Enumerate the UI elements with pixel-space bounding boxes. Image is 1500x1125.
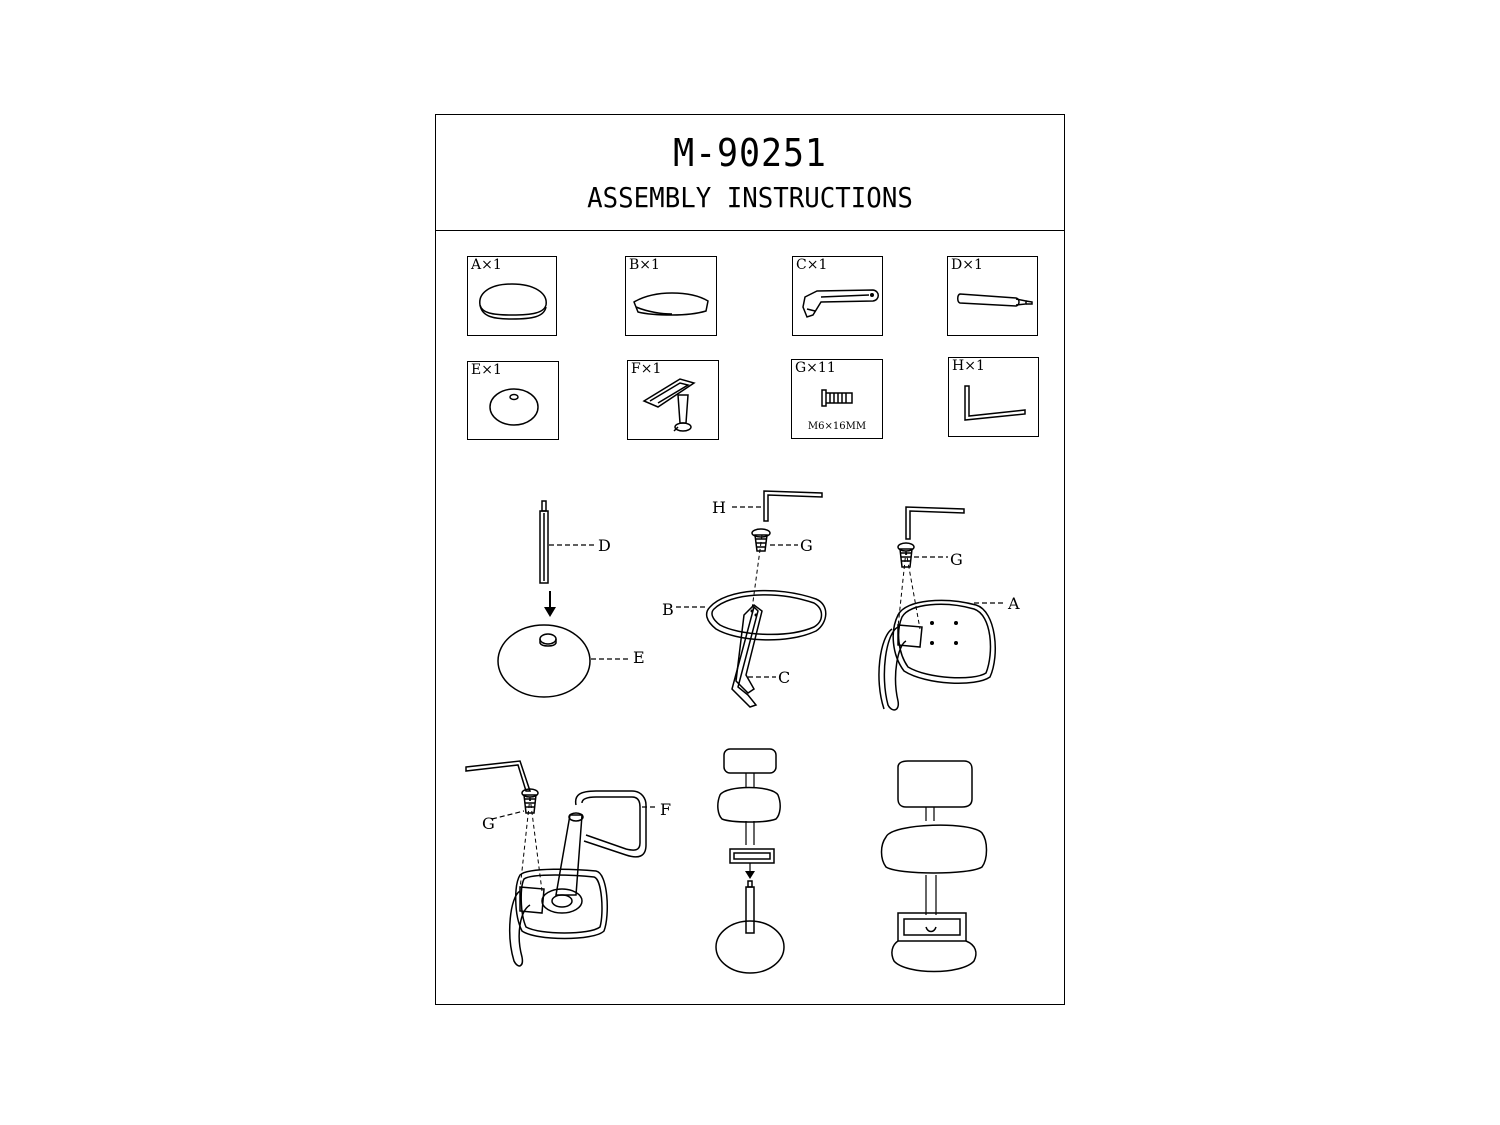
step3-callout-g: G bbox=[950, 550, 963, 569]
step4-footrest-mount: G F bbox=[465, 760, 671, 967]
part-d-label: D×1 bbox=[951, 257, 983, 273]
part-b-label: B×1 bbox=[629, 257, 660, 273]
part-g-box: G×11 M6×16MM bbox=[791, 359, 883, 439]
assembly-diagrams: D E H G B bbox=[465, 490, 1020, 974]
bolt-icon bbox=[821, 389, 853, 407]
step3-callout-a: A bbox=[1007, 594, 1020, 613]
step1-cylinder-into-base: D E bbox=[497, 500, 645, 698]
footrest-ring-icon bbox=[642, 378, 696, 432]
step1-callout-e: E bbox=[633, 648, 645, 667]
step4-callout-f: F bbox=[660, 800, 671, 819]
header: M-90251 ASSEMBLY INSTRUCTIONS bbox=[436, 115, 1064, 231]
part-e-box: E×1 bbox=[467, 361, 559, 440]
allen-key-icon bbox=[964, 385, 1026, 421]
part-a-box: A×1 bbox=[467, 256, 557, 336]
part-c-label: C×1 bbox=[796, 257, 828, 273]
part-a-label: A×1 bbox=[471, 257, 502, 273]
step1-callout-d: D bbox=[598, 536, 611, 555]
model-number: M-90251 bbox=[673, 131, 827, 175]
part-h-box: H×1 bbox=[948, 357, 1039, 437]
instruction-sheet: M-90251 ASSEMBLY INSTRUCTIONS A×1 B×1 C×… bbox=[435, 114, 1065, 1005]
step2-callout-c: C bbox=[778, 668, 790, 687]
part-f-label: F×1 bbox=[631, 361, 662, 377]
seat-cushion-icon bbox=[479, 283, 547, 320]
step3-seat-mount: G A bbox=[878, 506, 1020, 711]
step2-backrest-bracket: H G B C bbox=[662, 490, 827, 708]
gas-cylinder-icon bbox=[957, 293, 1033, 307]
step2-callout-g: G bbox=[800, 536, 813, 555]
step4-callout-g: G bbox=[482, 814, 495, 833]
document-subtitle: ASSEMBLY INSTRUCTIONS bbox=[587, 181, 913, 214]
step2-callout-h: H bbox=[712, 498, 726, 517]
step5-exploded-stack bbox=[715, 748, 785, 974]
part-e-label: E×1 bbox=[471, 362, 502, 378]
backrest-bracket-icon bbox=[802, 289, 879, 318]
part-b-box: B×1 bbox=[625, 256, 717, 336]
step6-finished-stool bbox=[880, 760, 988, 973]
round-base-icon bbox=[489, 388, 539, 426]
backrest-pad-icon bbox=[633, 292, 709, 316]
part-h-label: H×1 bbox=[952, 358, 985, 374]
part-c-box: C×1 bbox=[792, 256, 883, 336]
part-g-label: G×11 bbox=[795, 360, 836, 376]
part-d-box: D×1 bbox=[947, 256, 1038, 336]
part-f-box: F×1 bbox=[627, 360, 719, 440]
bolt-spec: M6×16MM bbox=[807, 421, 867, 432]
step2-callout-b: B bbox=[662, 600, 674, 619]
